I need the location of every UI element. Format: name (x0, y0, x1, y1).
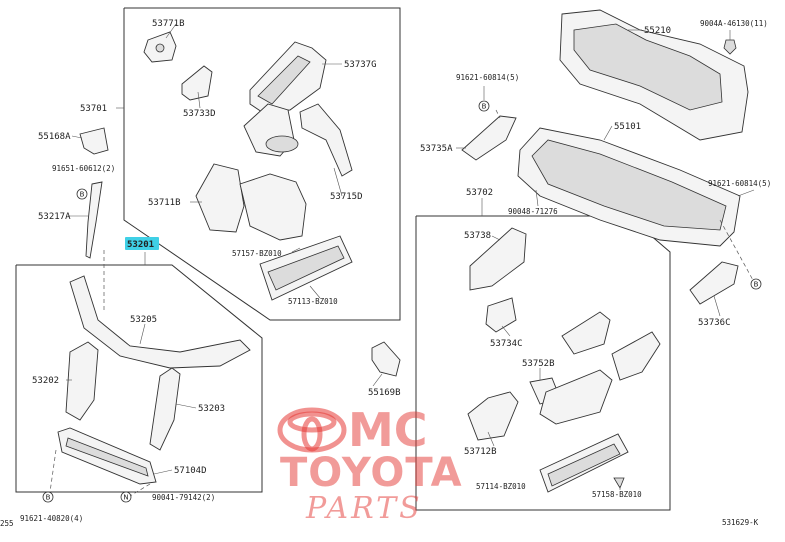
label-53737g[interactable]: 53737G (344, 60, 377, 70)
assembly-dash-lines (49, 109, 755, 497)
label-53735a[interactable]: 53735A (420, 144, 453, 154)
watermark-toyota-logo-icon (277, 407, 347, 453)
upper-group-box (123, 7, 401, 321)
part-53733d[interactable] (181, 65, 213, 101)
figure-code: 531629-K (722, 518, 759, 527)
label-91621-60814-top[interactable]: 91621-60814(5) (456, 73, 519, 82)
part-55101[interactable] (517, 127, 741, 247)
part-53736c[interactable] (689, 261, 739, 305)
label-91621-40820[interactable]: 91621-40820(4) (20, 514, 83, 523)
label-53736c[interactable]: 53736C (698, 318, 731, 328)
label-90041-79142[interactable]: 90041-79142(2) (152, 493, 215, 502)
part-53202[interactable] (65, 341, 99, 421)
label-91621-60814-right[interactable]: 91621-60814(5) (708, 179, 771, 188)
label-55101[interactable]: 55101 (614, 122, 641, 132)
part-53738[interactable] (469, 227, 527, 291)
part-55210[interactable] (559, 9, 749, 141)
label-53738[interactable]: 53738 (464, 231, 491, 241)
watermark: MC TOYOTA PARTS (277, 403, 463, 526)
part-57104d[interactable] (57, 427, 157, 485)
part-labels: 53771B 53737G 53733D 53701 55168A 91651-… (0, 19, 771, 528)
label-53734c[interactable]: 53734C (490, 339, 523, 349)
label-90048-71276[interactable]: 90048-71276 (508, 207, 558, 216)
part-53737g[interactable] (249, 41, 327, 113)
circle-marker-b-top: B (478, 100, 490, 112)
label-57157-bz010[interactable]: 57157-BZ010 (232, 249, 282, 258)
watermark-line3: PARTS (305, 491, 423, 526)
label-53711b[interactable]: 53711B (148, 198, 181, 208)
corner-mark: 255 (0, 519, 14, 528)
part-53771b[interactable] (143, 31, 177, 63)
part-53711b-group[interactable] (195, 103, 353, 241)
label-53701[interactable]: 53701 (80, 104, 107, 114)
label-55168a[interactable]: 55168A (38, 132, 71, 142)
label-55210[interactable]: 55210 (644, 26, 671, 36)
part-57113-bz010[interactable] (259, 235, 353, 301)
label-9004a-46130[interactable]: 9004A-46130(11) (700, 19, 768, 28)
leader-lines (66, 23, 755, 490)
label-57158-bz010[interactable]: 57158-BZ010 (592, 490, 642, 499)
part-57114-bz010[interactable] (539, 433, 629, 493)
part-9004a-46130[interactable] (723, 39, 737, 55)
label-57113-bz010[interactable]: 57113-BZ010 (288, 297, 338, 306)
label-91651-60612[interactable]: 91651-60612(2) (52, 164, 115, 173)
part-55169b[interactable] (371, 341, 401, 377)
part-53734c[interactable] (485, 297, 517, 333)
svg-text:B: B (754, 281, 759, 289)
watermark-line1: MC (348, 403, 428, 457)
label-57114-bz010[interactable]: 57114-BZ010 (476, 482, 526, 491)
part-53712b[interactable] (467, 391, 519, 441)
label-53201[interactable]: 53201 (127, 240, 154, 250)
circle-marker-n-bottom: N (120, 491, 132, 503)
label-53752b[interactable]: 53752B (522, 359, 555, 369)
part-53203[interactable] (149, 367, 181, 451)
label-53715d[interactable]: 53715D (330, 192, 363, 202)
label-55169b[interactable]: 55169B (368, 388, 401, 398)
circle-marker-b-right: B (750, 278, 762, 290)
label-53712b[interactable]: 53712B (464, 447, 497, 457)
label-53202[interactable]: 53202 (32, 376, 59, 386)
part-53205[interactable] (69, 275, 251, 369)
part-55168a[interactable] (79, 127, 109, 155)
label-57104d[interactable]: 57104D (174, 466, 207, 476)
label-53733d[interactable]: 53733D (183, 109, 216, 119)
part-53735a[interactable] (461, 115, 517, 161)
circle-marker-b-left: B (76, 188, 88, 200)
label-53203[interactable]: 53203 (198, 404, 225, 414)
svg-text:B: B (80, 191, 85, 199)
label-53217a[interactable]: 53217A (38, 212, 71, 222)
highlight-53201 (125, 237, 159, 250)
part-57158-bz010[interactable] (613, 477, 625, 489)
left-group-box (15, 264, 263, 493)
svg-text:B: B (482, 103, 487, 111)
label-53702[interactable]: 53702 (466, 188, 493, 198)
part-53217a[interactable] (85, 181, 103, 259)
part-53752b-group[interactable] (529, 311, 661, 425)
svg-text:N: N (123, 494, 128, 502)
watermark-line2: TOYOTA (280, 450, 463, 496)
label-53771b[interactable]: 53771B (152, 19, 185, 29)
circle-marker-b-bottom: B (42, 491, 54, 503)
label-53205[interactable]: 53205 (130, 315, 157, 325)
svg-text:B: B (46, 494, 51, 502)
